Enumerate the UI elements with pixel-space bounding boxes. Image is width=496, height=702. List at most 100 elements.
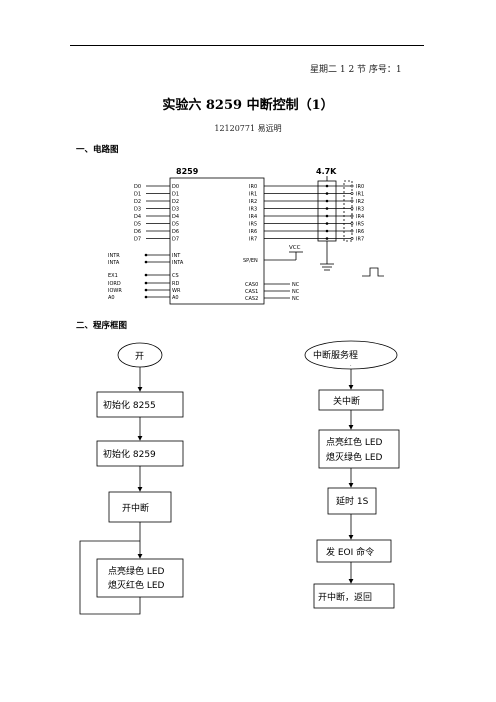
pin-inside-bus3: A0 (172, 295, 179, 301)
chip-label: 8259 (176, 167, 199, 176)
pin-inside-ir4: IR4 (249, 214, 257, 220)
pin-out-ir0: IR0 (356, 184, 364, 190)
pin-left-d6: D6 (134, 229, 141, 235)
flow-init-8259-label: 初始化 8259 (103, 448, 156, 460)
pin-out-ir3: IR3 (356, 207, 364, 213)
junction-dot (325, 214, 329, 218)
resistor-label: 4.7K (316, 167, 337, 176)
pin-inside-d6: D6 (172, 229, 179, 235)
pin-out-ir6: IR6 (356, 229, 364, 235)
junction-dot (144, 260, 148, 264)
terminal-dot (350, 199, 354, 203)
pin-left-d3: D3 (134, 207, 141, 213)
junction-dot (144, 273, 148, 277)
isr-box-eoi (316, 539, 392, 563)
header-meta: 星期二 1 2 节 序号：1 (310, 65, 402, 75)
junction-dot (325, 222, 329, 225)
chip-8259-body (169, 177, 265, 305)
pin-inside-d2: D2 (172, 199, 179, 205)
pin-inside-ir7: IR7 (249, 237, 257, 243)
pin-inside-ir3: IR3 (249, 207, 257, 213)
pin-nc0: NC (292, 282, 300, 288)
isr-start-mark: . (350, 362, 352, 368)
pin-left-bus0: EX1 (108, 273, 118, 279)
pin-inside-bus0: CS (172, 273, 179, 279)
isr-start-label: 中断服务程 (313, 349, 358, 361)
isr-led-green-off-label: 熄灭绿色 LED (326, 451, 383, 463)
pin-left-d2: D2 (134, 199, 141, 205)
terminal-dot (350, 207, 354, 210)
pin-inside-bus2: WR (172, 288, 181, 294)
isr-box-return (313, 583, 395, 609)
isr-led-red-on-label: 点亮红色 LED (326, 436, 383, 448)
pin-inside-ir5: IR5 (249, 222, 257, 228)
pin-inside-ir2: IR2 (249, 199, 257, 205)
pin-inside-ctrl1: INTA (172, 260, 184, 266)
isr-disable-label: 关中断 (333, 395, 360, 407)
pin-inside-d5: D5 (172, 222, 179, 228)
pin-out-ir2: IR2 (356, 199, 364, 205)
pin-left-bus1: IORD (108, 281, 121, 287)
pin-cas1: CAS1 (245, 289, 258, 295)
junction-dot (325, 229, 329, 233)
pin-left-d4: D4 (134, 214, 141, 220)
pin-inside-d0: D0 (172, 184, 179, 190)
pin-inside-ir1: IR1 (249, 192, 257, 198)
pin-cas0: CAS0 (245, 282, 258, 288)
flow-box-led-main (96, 558, 184, 598)
terminal-dot (350, 184, 354, 188)
pin-out-ir1: IR1 (356, 192, 364, 198)
pin-left-d1: D1 (134, 192, 141, 198)
sp-en-label: SP/EN (243, 258, 258, 264)
pin-left-d5: D5 (134, 222, 141, 228)
pin-left-d7: D7 (134, 237, 141, 243)
terminal-dot (350, 214, 354, 218)
author-line: 12120771 易远明 (214, 124, 282, 133)
terminal-dot (350, 237, 354, 240)
flow-enable-int-label: 开中断 (122, 502, 149, 514)
pin-inside-d4: D4 (172, 214, 179, 220)
pin-left-bus3: A0 (108, 295, 115, 301)
pin-inside-ir0: IR0 (249, 184, 257, 190)
junction-dot (325, 237, 329, 240)
isr-return-label: 开中断，返回 (318, 591, 372, 603)
flow-start-label: 开 (135, 351, 144, 362)
pin-inside-d1: D1 (172, 192, 179, 198)
pin-inside-ir6: IR6 (249, 229, 257, 235)
pin-left-ctrl0: INTR (108, 253, 120, 259)
pin-inside-ctrl0: INT (172, 253, 181, 259)
pin-cas2: CAS2 (245, 296, 258, 302)
pin-out-ir4: IR4 (356, 214, 364, 220)
flow-led-green-on-label: 点亮绿色 LED (108, 565, 165, 577)
pin-nc1: NC (292, 289, 300, 295)
section-heading-circuit: 一、电路图 (76, 145, 119, 155)
section-heading-flowchart: 二、程序框图 (76, 321, 128, 331)
junction-dot (325, 184, 329, 188)
flow-box-init-8259 (96, 440, 184, 467)
junction-dot (144, 253, 148, 257)
flow-box-init-8255 (96, 391, 184, 418)
pin-out-ir5: IR5 (356, 222, 364, 228)
pin-left-bus2: IOWR (108, 288, 122, 294)
terminal-dot (350, 222, 354, 225)
pin-left-d0: D0 (134, 184, 141, 190)
pin-out-ir7: IR7 (356, 237, 364, 243)
isr-box-led (318, 429, 400, 469)
junction-dot (325, 192, 329, 195)
junction-dot (144, 295, 148, 299)
header-rule (70, 45, 424, 46)
flow-init-8255-label: 初始化 8255 (103, 399, 156, 411)
junction-dot (325, 199, 329, 203)
pin-nc2: NC (292, 296, 300, 302)
isr-delay-label: 延时 1S (336, 495, 369, 507)
vcc-label: VCC (289, 245, 301, 251)
flow-led-red-off-label: 熄灭红色 LED (108, 579, 165, 591)
isr-box-delay (327, 487, 377, 515)
pin-inside-bus1: RD (172, 281, 179, 287)
pin-inside-d3: D3 (172, 207, 179, 213)
junction-dot (144, 288, 148, 292)
terminal-dot (350, 192, 354, 195)
pin-left-ctrl1: INTA (108, 260, 120, 266)
